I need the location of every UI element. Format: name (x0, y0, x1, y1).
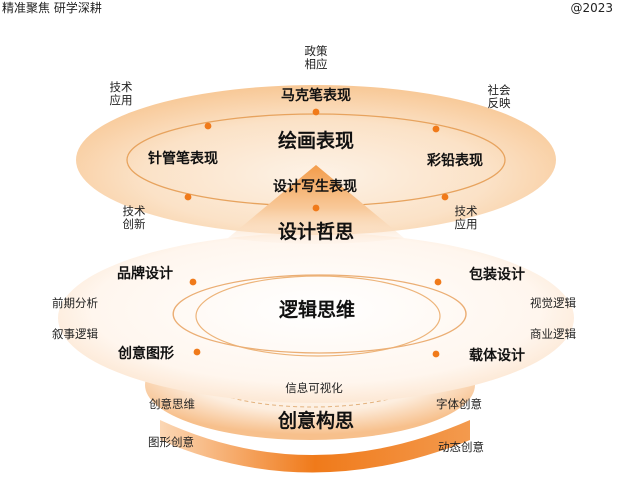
outer-label-top-line1: 政策 (304, 44, 328, 58)
header-right-text: @2023 (570, 1, 613, 15)
apex-cone (228, 165, 404, 244)
dot-top-right (432, 125, 440, 133)
outer-label-bottom-left-line2: 创新 (122, 217, 146, 232)
mid-outer-business-logic: 商业逻辑 (530, 327, 576, 341)
bottom-orange-band (160, 420, 470, 473)
dot-mid-bottom-left (193, 348, 201, 356)
mid-outer-prelim-analysis: 前期分析 (52, 296, 98, 310)
node-dots (184, 108, 449, 358)
mid-outer-narrative-logic: 叙事逻辑 (52, 327, 98, 341)
dot-top-lower-right (441, 193, 449, 201)
middle-glow (58, 233, 574, 403)
top-node-colored-pencil: 彩铅表现 (427, 153, 483, 169)
mid-node-carrier-design: 载体设计 (469, 348, 525, 364)
dot-top-center (312, 108, 320, 116)
outer-label-top-left-line1: 技术 (109, 80, 133, 94)
mid-center-title: 逻辑思维 (278, 299, 356, 321)
outer-label-top-right-line2: 反映 (487, 96, 511, 111)
outer-label-top: 政策 相应 (304, 44, 328, 72)
bottom-center-title: 创意构思 (277, 410, 355, 432)
top-node-needle-pen: 针管笔表现 (148, 151, 218, 167)
outer-label-top-left: 技术 应用 (109, 80, 133, 108)
mid-node-packaging: 包装设计 (469, 267, 525, 283)
mid-node-brand: 品牌设计 (117, 266, 173, 282)
outer-label-bottom-right-line1: 技术 (454, 204, 478, 218)
outer-label-bottom-right: 技术 应用 (454, 204, 478, 232)
mid-outer-visual-logic: 视觉逻辑 (530, 296, 576, 310)
outer-label-top-left-line2: 应用 (109, 93, 133, 108)
top-node-marker: 马克笔表现 (281, 88, 351, 104)
dot-mid-top-right (434, 278, 442, 286)
outer-label-top-line2: 相应 (304, 57, 328, 72)
dot-mid-top-left (189, 278, 197, 286)
apex-label: 设计哲思 (277, 221, 355, 243)
outer-label-bottom-right-line2: 应用 (454, 217, 478, 232)
mid-node-creative-graphics: 创意图形 (118, 346, 174, 362)
top-glow (76, 85, 556, 235)
bottom-right-motion-creative: 动态创意 (438, 440, 484, 454)
middle-orbit (195, 275, 441, 357)
outer-label-bottom-left: 技术 创新 (122, 204, 146, 232)
bottom-left-creative-thinking: 创意思维 (149, 397, 195, 411)
outer-label-top-right-line1: 社会 (487, 83, 511, 97)
dot-mid-bottom-right (432, 350, 440, 358)
dot-top-bottom (312, 204, 320, 212)
middle-main-orbit (172, 274, 467, 354)
top-node-sketch: 设计写生表现 (273, 179, 357, 195)
top-center-title: 绘画表现 (277, 130, 355, 152)
outer-label-bottom-left-line1: 技术 (122, 204, 146, 218)
bottom-right-font-creative: 字体创意 (436, 397, 482, 411)
outer-label-top-right: 社会 反映 (487, 83, 511, 111)
header-left-text: 精准聚焦 研学深耕 (2, 1, 102, 15)
dot-top-left (204, 122, 212, 130)
dot-top-lower-left (184, 193, 192, 201)
bottom-left-graphic-creative: 图形创意 (148, 435, 194, 449)
bottom-inner-infovis: 信息可视化 (285, 381, 343, 395)
